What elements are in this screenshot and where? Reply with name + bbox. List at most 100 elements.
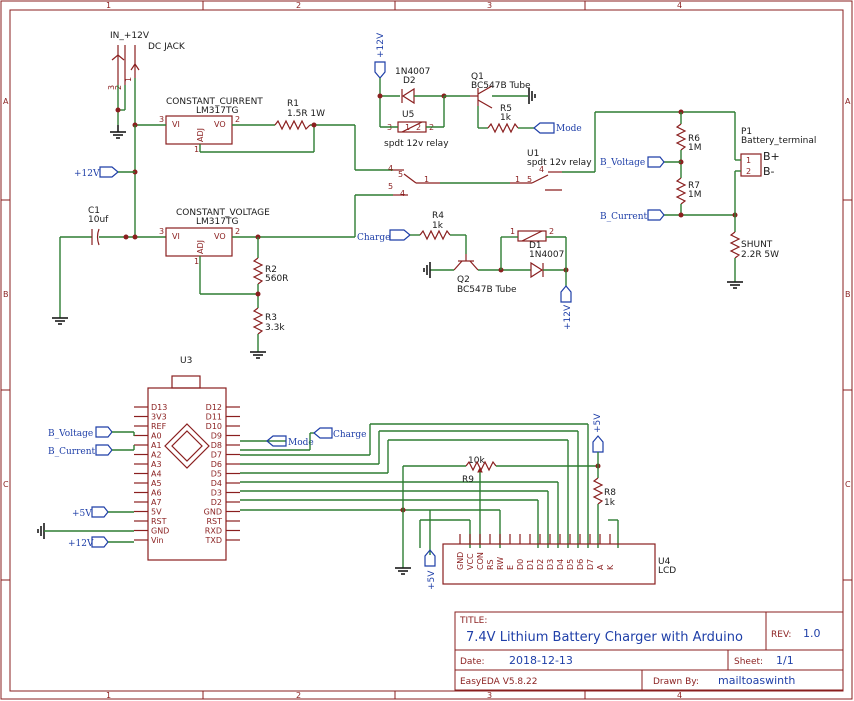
r1-resistor: R1 1.5R 1W (274, 99, 325, 131)
lcd-pin-label: D5 (566, 559, 575, 570)
lcd-pin-label: A (596, 564, 605, 570)
r5-ref: R5 (500, 104, 512, 114)
zone-col-3: 3 (487, 1, 492, 10)
lcd-pin-label: D6 (576, 559, 585, 570)
u3-left-pin-label: A5 (151, 479, 162, 488)
r2-ref: R2 (265, 265, 277, 275)
tb-drawn: mailtoaswinth (718, 674, 795, 687)
q2-transistor: Q2 BC547B Tube (453, 254, 517, 295)
u3-left-pin-label: REF (151, 422, 167, 431)
q2-ref: Q2 (457, 275, 470, 285)
u5-relay-coil: 3 2 1 2 U5 spdt 12v relay (384, 110, 449, 149)
r9-val: 10k (468, 456, 485, 466)
u3-right-pin-label: RXD (205, 527, 222, 536)
zone-row-a: A (3, 97, 9, 106)
u3-right-pin-label: D9 (211, 432, 222, 441)
zone-col-3-bottom: 3 (487, 691, 492, 700)
r9-ref: R9 (462, 475, 474, 485)
lcd-pin-label: D2 (536, 559, 545, 570)
d2-val: 1N4007 (395, 67, 430, 77)
u3-right-pin-label: D7 (211, 451, 222, 460)
lcd-pin-label: RW (496, 557, 505, 570)
lcd-pin-label: RS (486, 559, 495, 570)
r3-val: 3.3k (265, 323, 285, 333)
r9-potentiometer: 10k R9 (462, 456, 497, 485)
r1-ref: R1 (287, 99, 299, 109)
r3-resistor: R3 3.3k (252, 307, 285, 335)
cc-vi: VI (172, 120, 180, 129)
r1-val: 1.5R 1W (287, 109, 325, 119)
cv-adj: ADJ (196, 240, 205, 254)
u3-right-pin-label: GND (204, 508, 222, 517)
dcjack-net-label: IN_+12V (110, 31, 150, 41)
cc-part: LM317TG (196, 106, 238, 116)
lcd-u4: U4 LCD (442, 543, 676, 585)
net-port-p12v-top: +12V (374, 32, 386, 79)
p1-bplus: B+ (763, 150, 780, 163)
relay-coil-d1: 1 2 (510, 227, 554, 242)
u4-ref: U4 (658, 557, 671, 567)
r4-resistor: R4 1k (419, 211, 451, 241)
cv-pin1: 1 (194, 257, 199, 266)
u3-right-pin-label: RST (206, 517, 222, 526)
ground-symbol (52, 317, 68, 325)
p1-pin1: 1 (746, 156, 751, 165)
u1-ref: U1 (527, 149, 539, 159)
u3-left-pin-label: Vin (151, 536, 164, 545)
q1-val: BC547B Tube (471, 81, 531, 91)
zone-col-2: 2 (296, 1, 301, 10)
lcd-pin-label: VCC (466, 553, 475, 570)
bcurr-u3-label: B_Current (48, 447, 96, 457)
dcjack-pin1: 1 (124, 77, 133, 82)
lcd-pin-label: CON (476, 552, 485, 570)
q2-val: BC547B Tube (457, 285, 517, 295)
net-port-bvolt-p1: B_Voltage (600, 156, 665, 168)
lcd-pin-label: D0 (516, 559, 525, 570)
u3-left-pin-label: D13 (151, 403, 167, 412)
p5v-r8-label: +5V (593, 413, 603, 433)
tb-rev-label: REV: (771, 630, 791, 640)
u3-left-pin-label: GND (151, 527, 169, 536)
net-port-p5v-r8: +5V (592, 413, 604, 453)
relay-switch-u1: U1 spdt 12v relay 4 1 5 (510, 149, 592, 191)
bvolt-p1-label: B_Voltage (600, 158, 645, 168)
net-port-p12v-d1: +12V (560, 285, 573, 330)
cv-name: CONSTANT_VOLTAGE (176, 208, 270, 218)
cc-pin3: 3 (159, 115, 164, 124)
coil-d1-c1: 1 (510, 227, 515, 236)
p1-battery-terminal: P1 Battery_terminal 1 2 B+ B- (740, 127, 816, 178)
mode-u3-label: Mode (288, 438, 314, 448)
u3-right-pin-label: D10 (206, 422, 222, 431)
r4-ref: R4 (432, 211, 444, 221)
net-port-mode-u3: Mode (266, 435, 314, 448)
u3-left-pin-label: 5V (151, 508, 162, 517)
p5v-u3-label: +5V (72, 509, 92, 519)
net-port-bvolt-u3: B_Voltage (48, 426, 113, 439)
zone-col-1-bottom: 1 (106, 691, 111, 700)
u1-p5: 5 (527, 175, 532, 184)
r6-resistor: R6 1M (675, 123, 702, 153)
relay-switch-left: 4 5 5 4 1 (388, 164, 440, 198)
lcd-pin-label: D3 (546, 559, 555, 570)
u3-right-pin-label: D5 (211, 470, 222, 479)
tb-tool: EasyEDA V5.8.22 (460, 677, 537, 687)
p1-val: Battery_terminal (741, 136, 816, 146)
q1-transistor: Q1 BC547B Tube (470, 72, 531, 109)
u1-p1: 1 (515, 175, 520, 184)
r5-resistor: R5 1k (487, 104, 519, 134)
tb-rev: 1.0 (803, 627, 821, 640)
lcd-pin-label: E (506, 565, 515, 570)
swl-p1: 1 (424, 175, 429, 184)
ground-symbol (423, 262, 431, 278)
u3-right-pin-label: D8 (211, 441, 222, 450)
u3-ref: U3 (180, 356, 192, 366)
zone-row-c-right: C (845, 480, 851, 489)
r6-val: 1M (688, 143, 702, 153)
dcjack-name: DC JACK (148, 42, 186, 52)
ground-symbol (727, 281, 743, 289)
bcurr-p1-label: B_Current (600, 212, 648, 222)
